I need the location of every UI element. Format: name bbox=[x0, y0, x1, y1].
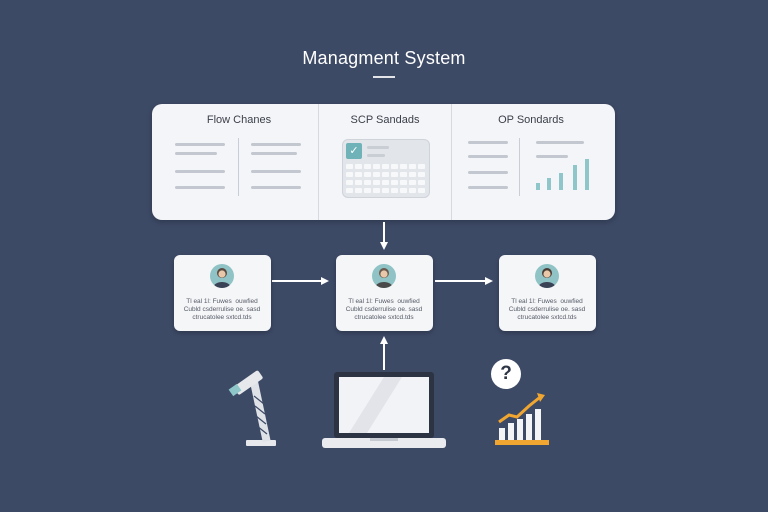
laptop-icon bbox=[322, 372, 446, 448]
text-line bbox=[251, 170, 301, 173]
keyboard-key bbox=[382, 164, 389, 169]
keyboard-key bbox=[391, 180, 398, 185]
keyboard-key bbox=[409, 188, 416, 193]
bar bbox=[573, 165, 577, 190]
keyboard-key bbox=[346, 164, 353, 169]
bar bbox=[536, 183, 540, 190]
keyboard-key bbox=[409, 180, 416, 185]
keyboard-key bbox=[373, 180, 380, 185]
keyboard-key bbox=[346, 180, 353, 185]
keyboard-key bbox=[373, 172, 380, 177]
panel-divider bbox=[318, 104, 319, 220]
text-line bbox=[536, 141, 584, 144]
keyboard-key bbox=[391, 172, 398, 177]
panel-label-flow: Flow Chanes bbox=[206, 114, 272, 126]
column-separator bbox=[519, 138, 520, 196]
keyboard-key bbox=[373, 164, 380, 169]
text-line bbox=[175, 186, 225, 189]
node-text: Tl eal 1l: Fuwes ouwfied Cubld csderruli… bbox=[508, 298, 586, 321]
text-line bbox=[468, 186, 508, 189]
process-node[interactable]: Tl eal 1l: Fuwes ouwfied Cubld csderruli… bbox=[336, 255, 433, 331]
question-mark-icon[interactable]: ? bbox=[491, 359, 521, 389]
keyboard-key bbox=[418, 172, 425, 177]
text-line bbox=[468, 141, 508, 144]
text-line bbox=[175, 143, 225, 146]
keyboard-key bbox=[418, 188, 425, 193]
text-line bbox=[251, 186, 301, 189]
microscope-icon bbox=[228, 370, 276, 446]
process-node[interactable]: Tl eal 1l: Fuwes ouwfied Cubld csderruli… bbox=[174, 255, 271, 331]
keyboard-key bbox=[418, 164, 425, 169]
keyboard-key bbox=[400, 172, 407, 177]
text-line bbox=[251, 152, 297, 155]
keyboard-key bbox=[409, 172, 416, 177]
bar bbox=[585, 159, 589, 190]
bar bbox=[547, 178, 551, 190]
keyboard-key bbox=[418, 180, 425, 185]
panel-label-scp: SCP Sandads bbox=[350, 114, 420, 126]
node-text: Tl eal 1l: Fuwes ouwfied Cubld csderruli… bbox=[183, 298, 261, 321]
keyboard-key bbox=[355, 188, 362, 193]
node-text: Tl eal 1l: Fuwes ouwfied Cubld csderruli… bbox=[345, 298, 423, 321]
keyboard-key bbox=[400, 180, 407, 185]
keyboard-key bbox=[409, 164, 416, 169]
text-line bbox=[468, 171, 508, 174]
keyboard-key bbox=[391, 188, 398, 193]
keyboard-key bbox=[346, 172, 353, 177]
user-avatar-icon bbox=[210, 264, 234, 288]
keyboard-key bbox=[364, 180, 371, 185]
bar bbox=[559, 173, 563, 190]
title-underline bbox=[373, 76, 395, 78]
checkbox-icon: ✓ bbox=[346, 143, 362, 159]
keyboard-key bbox=[382, 172, 389, 177]
text-line bbox=[251, 143, 301, 146]
keyboard-key bbox=[391, 164, 398, 169]
growth-chart-icon bbox=[495, 393, 549, 445]
keyboard-key bbox=[355, 172, 362, 177]
keyboard-key bbox=[364, 172, 371, 177]
text-line bbox=[536, 155, 568, 158]
keyboard-key bbox=[400, 164, 407, 169]
column-separator bbox=[238, 138, 239, 196]
process-node[interactable]: Tl eal 1l: Fuwes ouwfied Cubld csderruli… bbox=[499, 255, 596, 331]
keyboard-key bbox=[373, 188, 380, 193]
keyboard-key bbox=[346, 188, 353, 193]
keyboard-key bbox=[355, 164, 362, 169]
user-avatar-icon bbox=[535, 264, 559, 288]
text-line bbox=[468, 155, 508, 158]
user-avatar-icon bbox=[372, 264, 396, 288]
text-line bbox=[367, 154, 385, 157]
page-title: Managment System bbox=[302, 48, 466, 68]
keyboard-key bbox=[382, 180, 389, 185]
text-line bbox=[367, 146, 389, 149]
keyboard-key bbox=[355, 180, 362, 185]
text-line bbox=[175, 170, 225, 173]
panel-label-op: OP Sondards bbox=[498, 114, 564, 126]
keyboard-key bbox=[364, 164, 371, 169]
keyboard-key bbox=[364, 188, 371, 193]
keyboard-key bbox=[382, 188, 389, 193]
keyboard-key bbox=[400, 188, 407, 193]
panel-divider bbox=[451, 104, 452, 220]
text-line bbox=[175, 152, 217, 155]
